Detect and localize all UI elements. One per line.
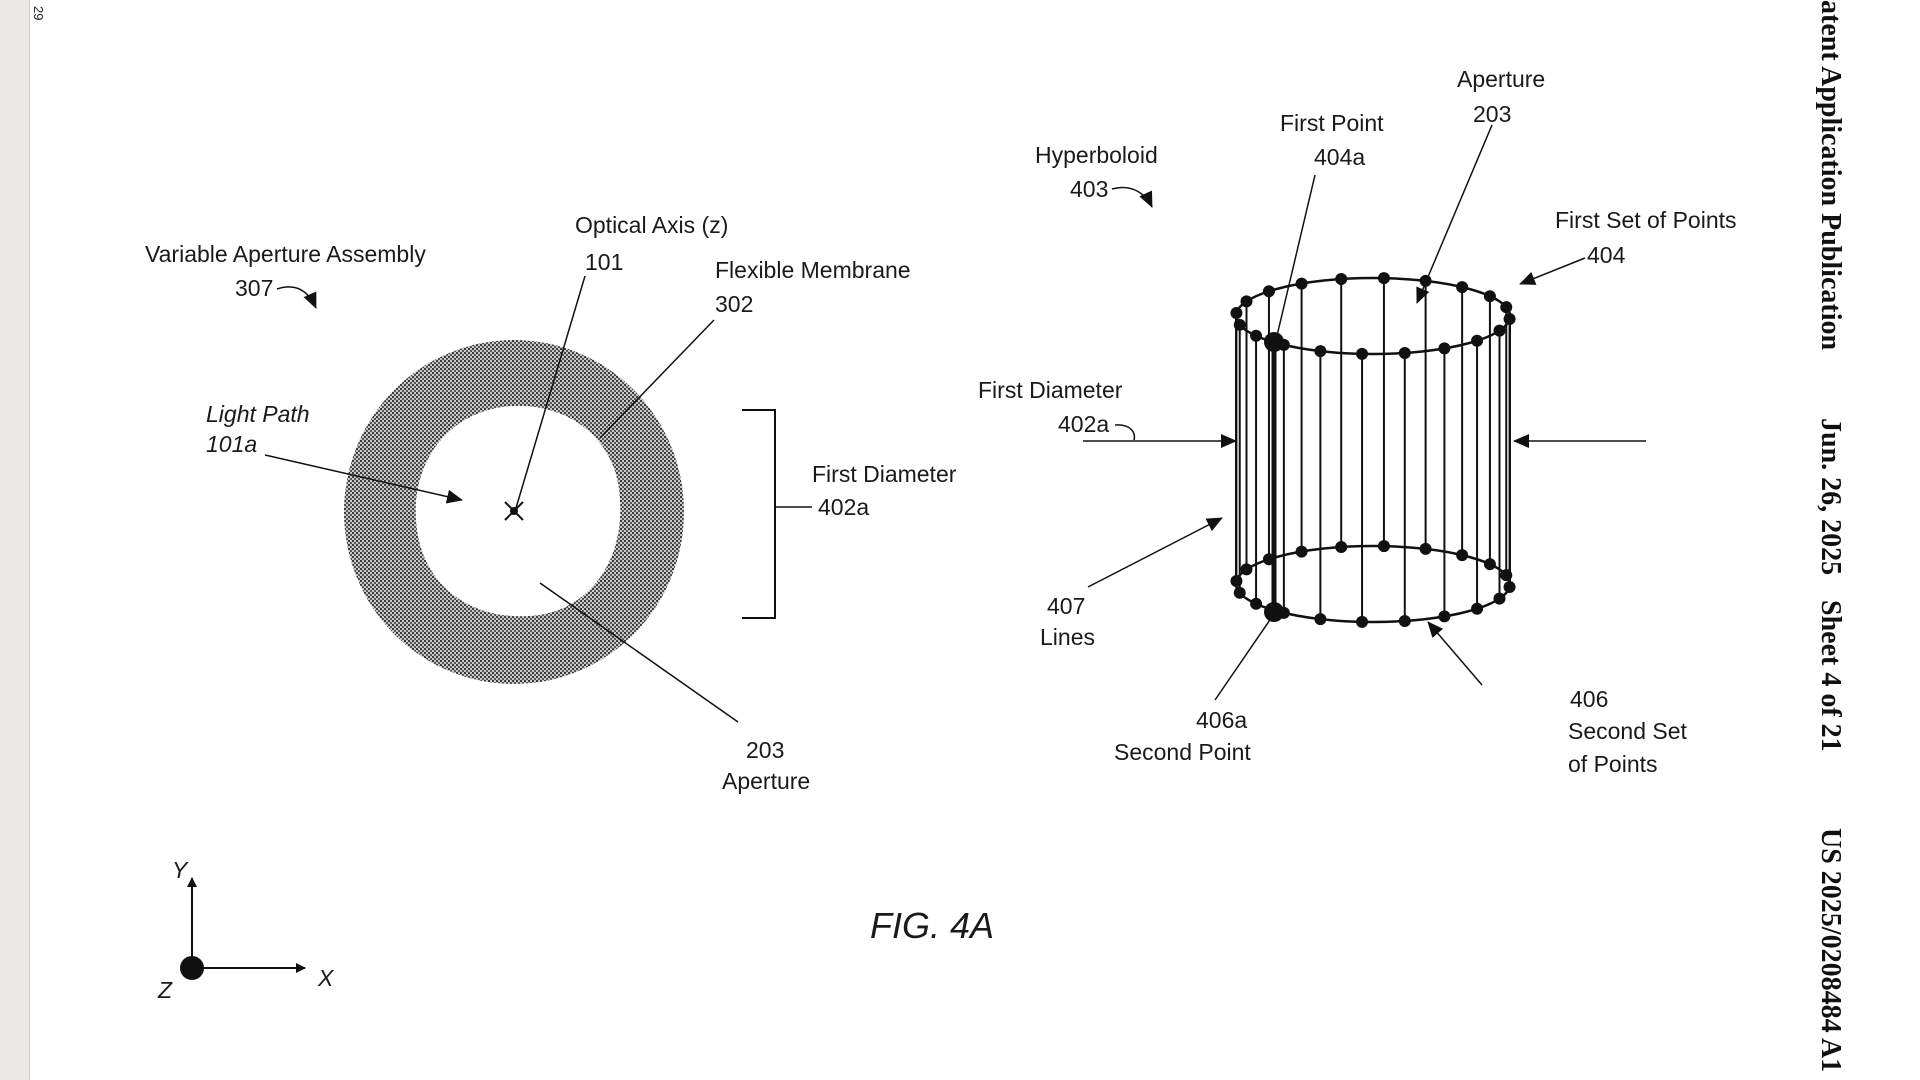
diameter-bracket (742, 409, 776, 619)
light-path-label: Light Path (206, 401, 310, 427)
hyperboloid-cage (1230, 272, 1516, 628)
diameter-ref-right: 402a (1058, 411, 1109, 437)
second-set-point (1377, 540, 1390, 553)
aperture-ref-right: 203 (1473, 101, 1511, 127)
assembly-label: Variable Aperture Assembly (145, 241, 426, 267)
second-set-point (1471, 602, 1484, 615)
second-set-point (1493, 592, 1506, 605)
second-set-point (1240, 563, 1253, 576)
first-set-ref: 404 (1587, 242, 1626, 268)
membrane-label: Flexible Membrane (715, 257, 911, 283)
center-x-mark-icon (504, 501, 524, 521)
second-set-point (1456, 549, 1469, 562)
first-set-point (1438, 342, 1451, 355)
diameter-label-left: First Diameter (812, 461, 957, 487)
membrane-ref: 302 (715, 291, 753, 317)
first-set-point (1500, 301, 1513, 314)
lines-arrow (1087, 517, 1223, 588)
coordinate-axes (180, 877, 306, 980)
optical-axis-leader (515, 275, 586, 509)
second-point-label: Second Point (1114, 739, 1251, 765)
first-set-point (1377, 272, 1390, 285)
second-set-point (1483, 558, 1496, 571)
diameter-label-right: First Diameter (978, 377, 1123, 403)
first-point-label: First Point (1280, 110, 1384, 136)
first-point-ref: 404a (1314, 144, 1365, 170)
optical-axis-ref: 101 (585, 249, 623, 275)
second-point-ref: 406a (1196, 707, 1247, 733)
second-set-point (1233, 586, 1246, 599)
first-set-point (1471, 334, 1484, 347)
aperture-label-left: Aperture (722, 768, 810, 794)
second-set-label-1: Second Set (1568, 718, 1688, 744)
first-set-point (1250, 329, 1263, 342)
first-point-404a (1264, 332, 1284, 352)
light-path-ref: 101a (206, 431, 257, 457)
second-set-point (1295, 545, 1308, 558)
lines-label: Lines (1040, 624, 1095, 650)
first-set-point (1356, 347, 1369, 360)
z-axis-label: Z (157, 977, 173, 1003)
diameter-ref-left: 402a (818, 494, 869, 520)
hyperboloid-ref: 403 (1070, 176, 1108, 202)
left-margin-strip (0, 0, 30, 1080)
aperture-ref-left: 203 (746, 737, 784, 763)
first-set-point (1456, 281, 1469, 294)
membrane-leader (599, 319, 715, 439)
first-set-point (1335, 273, 1348, 286)
second-set-point (1335, 541, 1348, 554)
second-set-point (1314, 613, 1327, 626)
first-set-label: First Set of Points (1555, 207, 1737, 233)
second-set-arrow (1427, 621, 1483, 686)
first-point-leader (1275, 174, 1316, 341)
aperture-label-right: Aperture (1457, 66, 1545, 92)
first-set-point (1262, 285, 1275, 298)
first-set-arrow (1519, 257, 1586, 285)
assembly-leader-arrow (276, 286, 317, 309)
optical-axis-label: Optical Axis (z) (575, 212, 728, 238)
second-set-point (1503, 581, 1516, 594)
x-axis-label: X (317, 965, 335, 991)
aperture-ring (330, 330, 700, 700)
second-set-point (1438, 610, 1451, 623)
second-set-point (1250, 597, 1263, 610)
second-set-ref: 406 (1570, 686, 1608, 712)
diameter-ref-right-tick (1114, 424, 1136, 441)
first-set-point (1398, 346, 1411, 359)
second-set-point (1356, 615, 1369, 628)
second-set-point (1398, 614, 1411, 627)
hyperboloid-label: Hyperboloid (1035, 142, 1158, 168)
aperture-leader-left (539, 582, 739, 723)
first-set-point (1295, 277, 1308, 290)
z-axis-dot (180, 956, 204, 980)
aperture-arrow-right (1416, 124, 1493, 304)
first-set-point (1230, 306, 1243, 319)
first-set-point (1314, 345, 1327, 358)
y-axis-label: Y (172, 857, 189, 883)
light-path-arrow (264, 454, 463, 504)
first-set-point (1483, 290, 1496, 303)
second-point-leader (1214, 613, 1275, 701)
hyperboloid-leader-arrow (1111, 186, 1153, 208)
first-set-point (1493, 324, 1506, 337)
second-set-point (1419, 542, 1432, 555)
assembly-ref: 307 (235, 275, 273, 301)
figure-label: FIG. 4A (870, 905, 994, 946)
second-set-label-2: of Points (1568, 751, 1658, 777)
first-set-point (1240, 295, 1253, 308)
second-point-406a (1264, 602, 1284, 622)
lines-ref: 407 (1047, 593, 1085, 619)
